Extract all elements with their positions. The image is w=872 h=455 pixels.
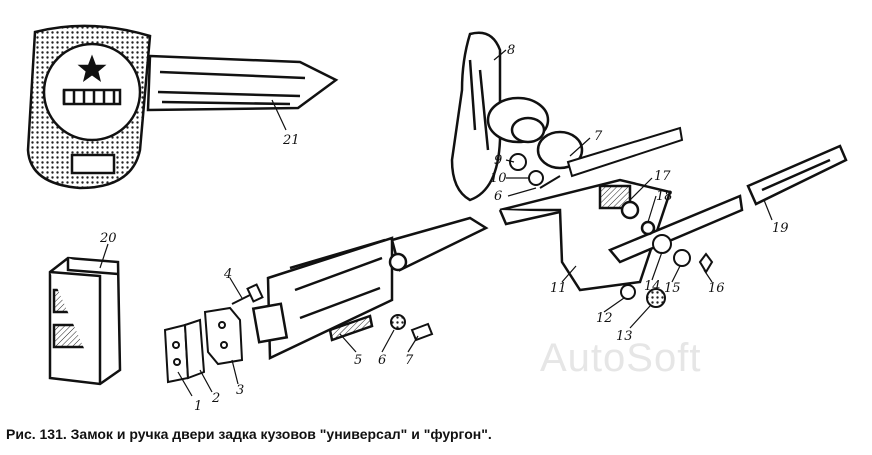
small-parts-12-18 xyxy=(620,234,714,308)
callout-14: 14 xyxy=(644,279,661,294)
callout-15: 15 xyxy=(664,281,681,296)
callout-13: 13 xyxy=(616,329,633,344)
bracket-part-11 xyxy=(498,178,744,292)
callout-7b: 7 xyxy=(594,129,603,144)
lock-body-part-5 xyxy=(251,216,489,360)
key-part-21 xyxy=(26,24,339,190)
figure-caption: Рис. 131. Замок и ручка двери задка кузо… xyxy=(6,426,492,442)
callout-11: 11 xyxy=(550,281,567,296)
callout-3: 3 xyxy=(236,383,244,398)
callout-6b: 6 xyxy=(494,189,502,204)
callout-9: 9 xyxy=(494,153,502,168)
exploded-lock-diagram: 21 20 1 2 3 4 5 6 7 8 7 9 10 6 11 12 13 … xyxy=(26,24,848,414)
callout-6: 6 xyxy=(378,353,386,368)
callout-10: 10 xyxy=(490,171,507,186)
callout-4: 4 xyxy=(223,267,232,282)
washer-screw-parts-6-7 xyxy=(390,314,434,342)
callout-16: 16 xyxy=(708,281,725,296)
plates-parts-1-2-3 xyxy=(163,306,244,384)
callout-2: 2 xyxy=(211,391,220,406)
callout-12: 12 xyxy=(596,311,613,326)
callout-8: 8 xyxy=(507,43,515,58)
callout-5: 5 xyxy=(354,353,362,368)
callout-18: 18 xyxy=(656,189,673,204)
callout-20: 20 xyxy=(99,231,117,246)
screw-part-4 xyxy=(231,283,264,305)
callout-7a: 7 xyxy=(405,353,414,368)
callout-19: 19 xyxy=(772,221,789,236)
leader-lines xyxy=(99,49,773,397)
lever-part-7 xyxy=(566,126,684,178)
callout-21: 21 xyxy=(282,133,300,148)
handle-part-8 xyxy=(450,31,584,202)
watermark: AutoSoft xyxy=(540,336,702,380)
rod-part-19 xyxy=(746,144,848,206)
callout-1: 1 xyxy=(194,399,202,414)
callout-17: 17 xyxy=(654,169,671,184)
buffer-block-part-20 xyxy=(48,256,122,386)
